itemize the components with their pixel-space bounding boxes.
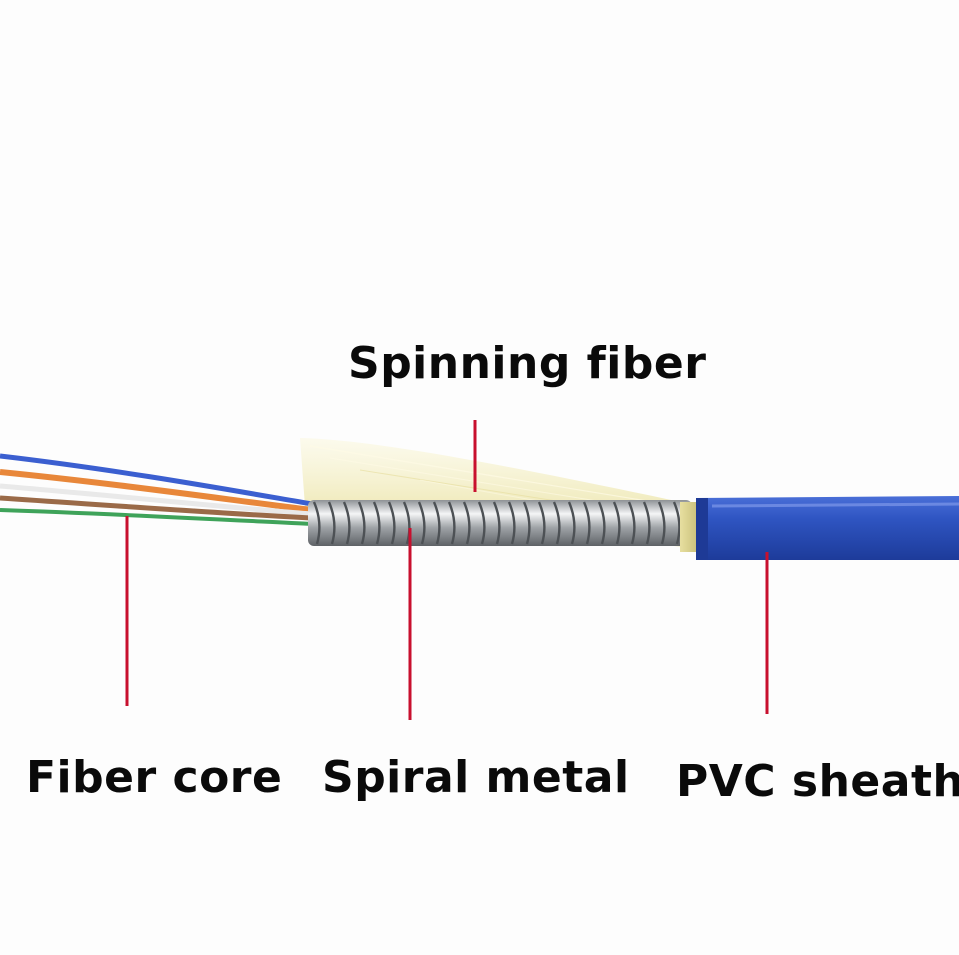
spiral-coil [447,501,456,545]
spiral-coil [417,501,426,545]
spiral-coil [657,501,666,545]
spiral-coil [507,501,516,545]
spiral-coil [537,501,546,545]
spiral-coil [402,501,411,545]
spiral-coil [357,501,366,545]
spiral-coil [597,501,606,545]
spiral-coil [672,501,681,545]
label-spinning-fiber: Spinning fiber [348,338,707,389]
spiral-coil [387,501,396,545]
spiral-coil [642,501,651,545]
spiral-coil [477,501,486,545]
spiral-metal-armor [308,500,698,552]
spiral-coil [327,501,336,545]
fiber-cores [0,453,313,526]
spiral-coil [627,501,636,545]
spiral-coil [522,501,531,545]
label-pvc-sheath: PVC sheath [676,756,959,807]
spiral-coil [582,501,591,545]
spiral-coil [372,501,381,545]
spiral-coil [492,501,501,545]
spiral-coil [432,501,441,545]
label-spiral-metal: Spiral metal [322,752,630,803]
label-fiber-core: Fiber core [26,752,283,803]
spiral-coil [312,501,321,545]
spiral-coil [462,501,471,545]
spiral-coil [567,501,576,545]
spiral-coil [342,501,351,545]
pvc-sheath-tube [696,496,959,560]
spiral-coil [612,501,621,545]
spiral-coil [552,501,561,545]
